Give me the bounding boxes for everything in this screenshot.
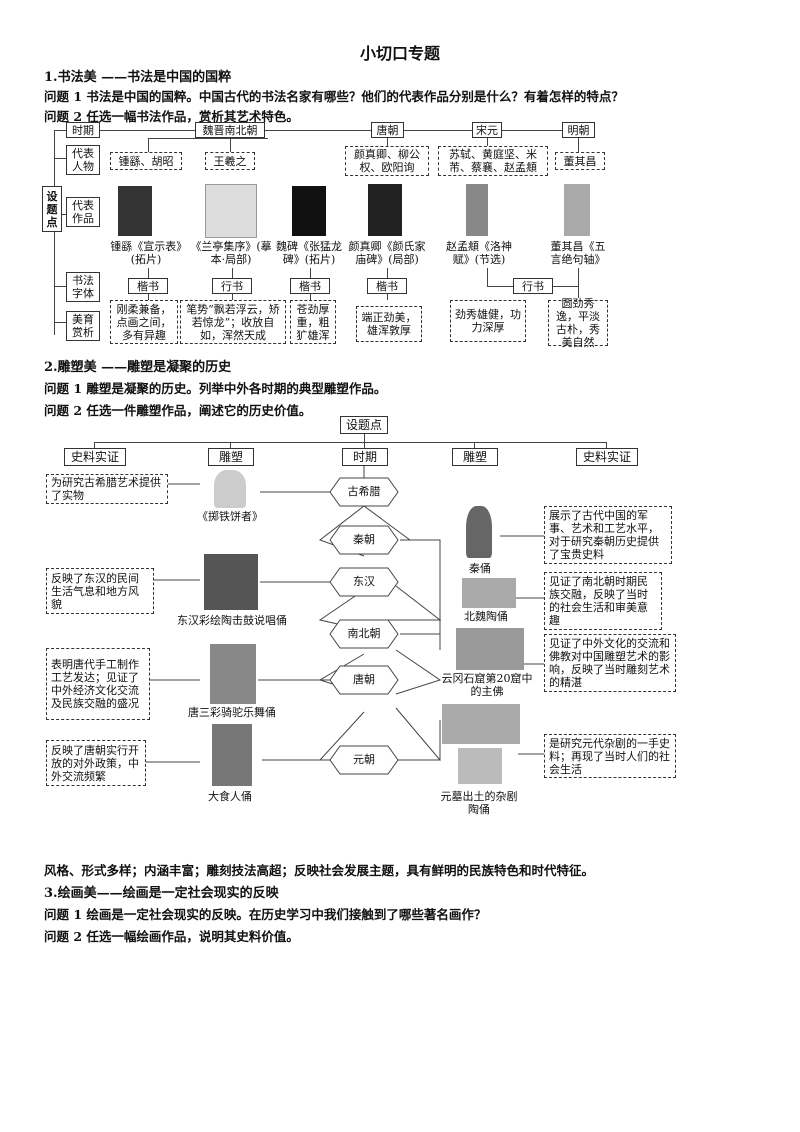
period-north-south: 南北朝 bbox=[330, 627, 398, 640]
sculpture-yuan-image-bottom bbox=[458, 748, 502, 784]
period-eastern-han: 东汉 bbox=[330, 575, 398, 588]
note-left-greece: 为研究古希腊艺术提供了实物 bbox=[46, 474, 168, 504]
sculpture-wei: 北魏陶俑 bbox=[446, 610, 526, 623]
sculpture-discobolus: 《掷铁饼者》 bbox=[180, 510, 280, 523]
sculpture-tang-camel: 唐三彩骑驼乐舞俑 bbox=[176, 706, 288, 719]
note-right-qin: 展示了古代中国的军事、艺术和工艺水平，对于研究秦朝历史提供了宝贵史料 bbox=[544, 506, 672, 564]
sculpture-discobolus-image bbox=[214, 470, 246, 508]
sculpture-yungang: 云冈石窟第20窟中的主佛 bbox=[440, 672, 534, 698]
sculpture-qin-image bbox=[466, 506, 492, 558]
sculpture-han-figure-image bbox=[204, 554, 258, 610]
sculpture-yuan-image-top bbox=[442, 704, 520, 744]
note-left-tang: 表明唐代手工制作工艺发达；见证了中外经济文化交流及民族交融的盛况 bbox=[46, 648, 150, 720]
sculpture-dashi-image bbox=[212, 724, 252, 786]
period-tang: 唐朝 bbox=[330, 673, 398, 686]
sculpture-han-figure: 东汉彩绘陶击鼓说唱俑 bbox=[176, 614, 288, 627]
sculpture-dashi: 大食人俑 bbox=[190, 790, 270, 803]
section3-question1: 问题 1 绘画是一定社会现实的反映。在历史学习中我们接触到了哪些著名画作？ bbox=[44, 904, 486, 923]
note-right-wei: 见证了南北朝时期民族交融，反映了当时的社会生活和审美意趣 bbox=[544, 572, 662, 630]
section2-summary: 风格、形式多样；内涵丰富；雕刻技法高超；反映社会发展主题，具有鲜明的民族特色和时… bbox=[44, 860, 594, 879]
period-ancient-greece: 古希腊 bbox=[330, 485, 398, 498]
section3-heading: 3.绘画美——绘画是一定社会现实的反映 bbox=[44, 882, 279, 901]
sculpture-wei-image bbox=[462, 578, 516, 608]
period-qin: 秦朝 bbox=[330, 533, 398, 546]
note-right-yuan: 是研究元代杂剧的一手史料；再现了当时人们的社会生活 bbox=[544, 734, 676, 778]
period-zigzag-lines bbox=[0, 0, 800, 860]
sculpture-qin: 秦俑 bbox=[450, 562, 510, 575]
sculpture-tang-camel-image bbox=[210, 644, 256, 704]
note-left-dashi: 反映了唐朝实行开放的对外政策，中外交流频繁 bbox=[46, 740, 146, 786]
section3-question2: 问题 2 任选一幅绘画作品，说明其史料价值。 bbox=[44, 926, 299, 945]
note-left-han: 反映了东汉的民间生活气息和地方风貌 bbox=[46, 568, 154, 614]
note-right-yungang: 见证了中外文化的交流和佛教对中国雕塑艺术的影响，反映了当时雕刻艺术的精湛 bbox=[544, 634, 676, 692]
sculpture-yuan: 元墓出土的杂剧陶俑 bbox=[440, 790, 518, 816]
sculpture-yungang-image bbox=[456, 628, 524, 670]
period-yuan: 元朝 bbox=[330, 753, 398, 766]
